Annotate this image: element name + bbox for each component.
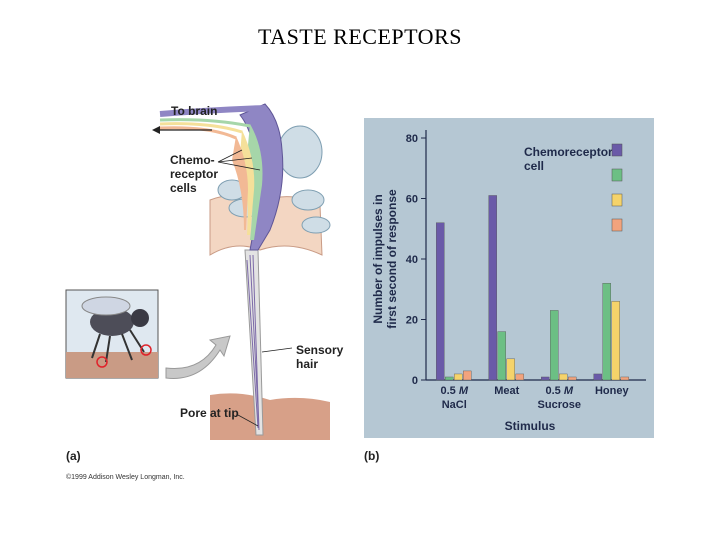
x-tick-label: Sucrose — [538, 399, 581, 411]
bar — [488, 195, 497, 381]
panel-b-tag: (b) — [364, 449, 380, 463]
y-tick-label: 40 — [406, 254, 418, 266]
legend-title: Chemoreceptor — [524, 145, 613, 159]
label-line: cells — [170, 181, 197, 195]
zoom-arrow-icon — [165, 335, 231, 379]
bar — [506, 358, 515, 381]
pore-at-tip-label: Pore at tip — [180, 406, 239, 420]
fly-head — [131, 309, 149, 327]
neuron-green — [248, 124, 263, 240]
bar — [497, 331, 506, 381]
x-tick-label: 0.5 M — [440, 385, 468, 397]
bar — [436, 222, 445, 381]
leg-highlight-circle — [140, 344, 152, 356]
y-tick-label: 20 — [406, 315, 418, 327]
bar — [463, 370, 472, 381]
support-cell — [277, 125, 323, 179]
arrow-head-icon — [152, 126, 160, 134]
y-tick-label: 60 — [406, 194, 418, 206]
chemoreceptor-cells-label: Chemo- receptor cells — [170, 153, 218, 195]
y-axis-label: Number of impulses in — [371, 194, 385, 323]
x-tick-label: Meat — [494, 385, 519, 397]
chart-background — [364, 118, 654, 438]
bar — [559, 373, 568, 381]
bar — [445, 376, 454, 381]
leader-line — [261, 347, 293, 353]
axon-bundle — [159, 122, 243, 134]
x-tick-label: NaCl — [442, 399, 467, 411]
bar — [611, 301, 620, 381]
bar — [454, 373, 463, 381]
legend-swatch — [611, 218, 623, 232]
axon-bundle — [159, 126, 237, 140]
bar — [620, 376, 629, 381]
legend-title: cell — [524, 159, 544, 173]
x-tick-label: 0.5 M — [545, 385, 573, 397]
label-line: hair — [296, 357, 319, 371]
y-tick-label: 0 — [412, 375, 418, 387]
fly-inset-ground — [66, 352, 158, 378]
legend-swatch — [611, 168, 623, 182]
support-cell — [291, 189, 325, 211]
leg-highlight-circle — [96, 356, 108, 368]
bar — [515, 373, 524, 381]
to-brain-label: To brain — [171, 104, 218, 118]
bar — [568, 376, 577, 381]
label-line: Chemo- — [170, 153, 215, 167]
bar — [550, 310, 559, 381]
leader-line — [217, 157, 253, 163]
bar — [541, 376, 550, 381]
bar — [602, 282, 611, 381]
sensory-hair-label: Sensory hair — [296, 343, 343, 371]
leader-line — [237, 414, 259, 427]
label-line: receptor — [170, 167, 219, 181]
x-axis-label: Stimulus — [505, 419, 556, 433]
copyright: ©1999 Addison Wesley Longman, Inc. — [66, 474, 185, 481]
bar — [593, 373, 602, 381]
slide-title: TASTE RECEPTORS — [258, 24, 462, 49]
panel-a-tag: (a) — [66, 449, 81, 463]
support-cell — [301, 216, 331, 234]
axon-bundle — [159, 105, 266, 117]
y-tick-label: 80 — [406, 133, 418, 145]
fly-legs — [91, 329, 145, 363]
fly-wing — [81, 296, 131, 316]
leader-line — [217, 161, 261, 171]
legend-swatch — [611, 193, 623, 207]
substrate — [210, 393, 330, 440]
taste-receptor-diagram — [65, 103, 331, 440]
leader-line — [217, 149, 243, 163]
y-axis-label: first second of response — [385, 189, 399, 329]
label-line: Sensory — [296, 343, 344, 357]
axon-bundle — [159, 118, 251, 128]
dendrite-lines — [246, 254, 260, 431]
x-tick-label: Honey — [595, 385, 630, 397]
legend-swatch — [611, 143, 623, 157]
